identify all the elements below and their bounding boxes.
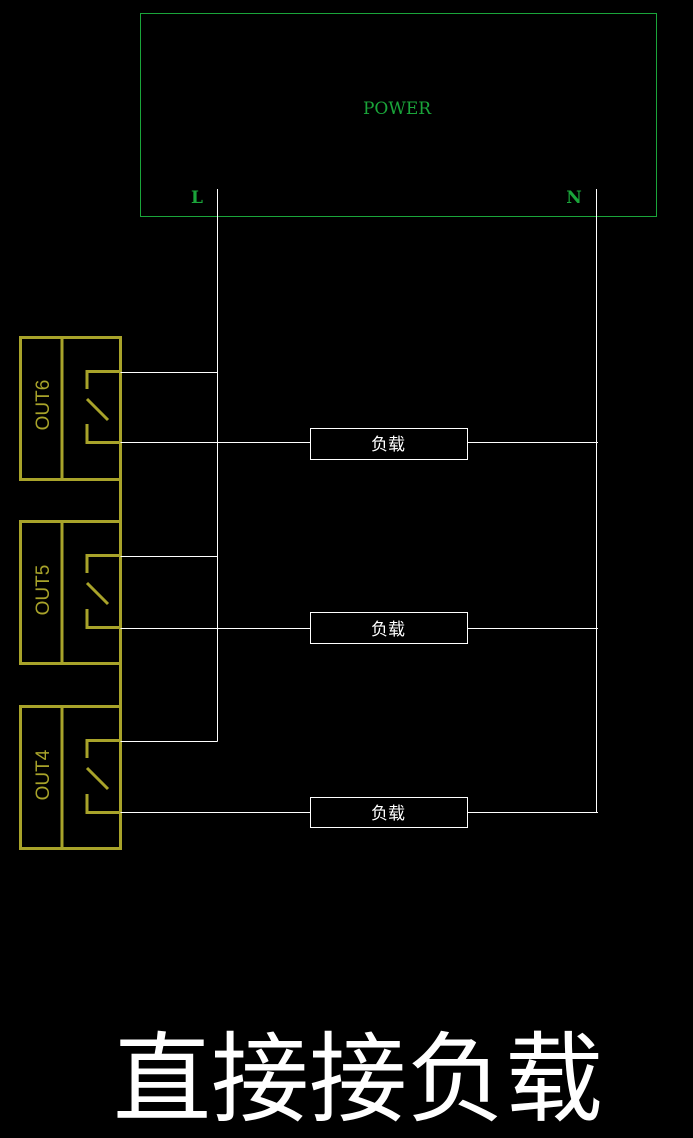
power-supply-frame (140, 13, 657, 217)
terminal-n-label: N (566, 188, 582, 208)
relay-out4-frame (19, 705, 122, 850)
relay-out6-frame (19, 336, 122, 481)
relay-out5: OUT5 (19, 520, 122, 665)
diagram-caption: 直接接负载 (113, 1023, 603, 1137)
load-1-box (310, 428, 468, 460)
relay-out4-contact-icon (85, 739, 121, 814)
terminal-l-label: L (191, 188, 203, 208)
relay-out5-label: OUT5 (33, 565, 54, 616)
load-2: 负载 (310, 612, 468, 644)
load-1-label: 负载 (371, 435, 405, 455)
load-1: 负载 (310, 428, 468, 460)
power-supply: POWER L N (140, 13, 657, 217)
relay-out4-label: OUT4 (33, 749, 54, 800)
relay-out6: OUT6 (19, 336, 122, 481)
relay-out6-label: OUT6 (33, 380, 54, 431)
relay-out4: OUT4 (19, 705, 122, 850)
power-supply-label: POWER (363, 99, 432, 119)
load-2-box (310, 612, 468, 644)
relay-out5-frame (19, 520, 122, 665)
load-3: 负载 (310, 797, 468, 828)
relay-out5-contact-icon (85, 554, 121, 629)
load-2-label: 负载 (371, 620, 405, 640)
relay-out6-contact-icon (85, 370, 121, 444)
load-3-label: 负载 (371, 804, 405, 824)
